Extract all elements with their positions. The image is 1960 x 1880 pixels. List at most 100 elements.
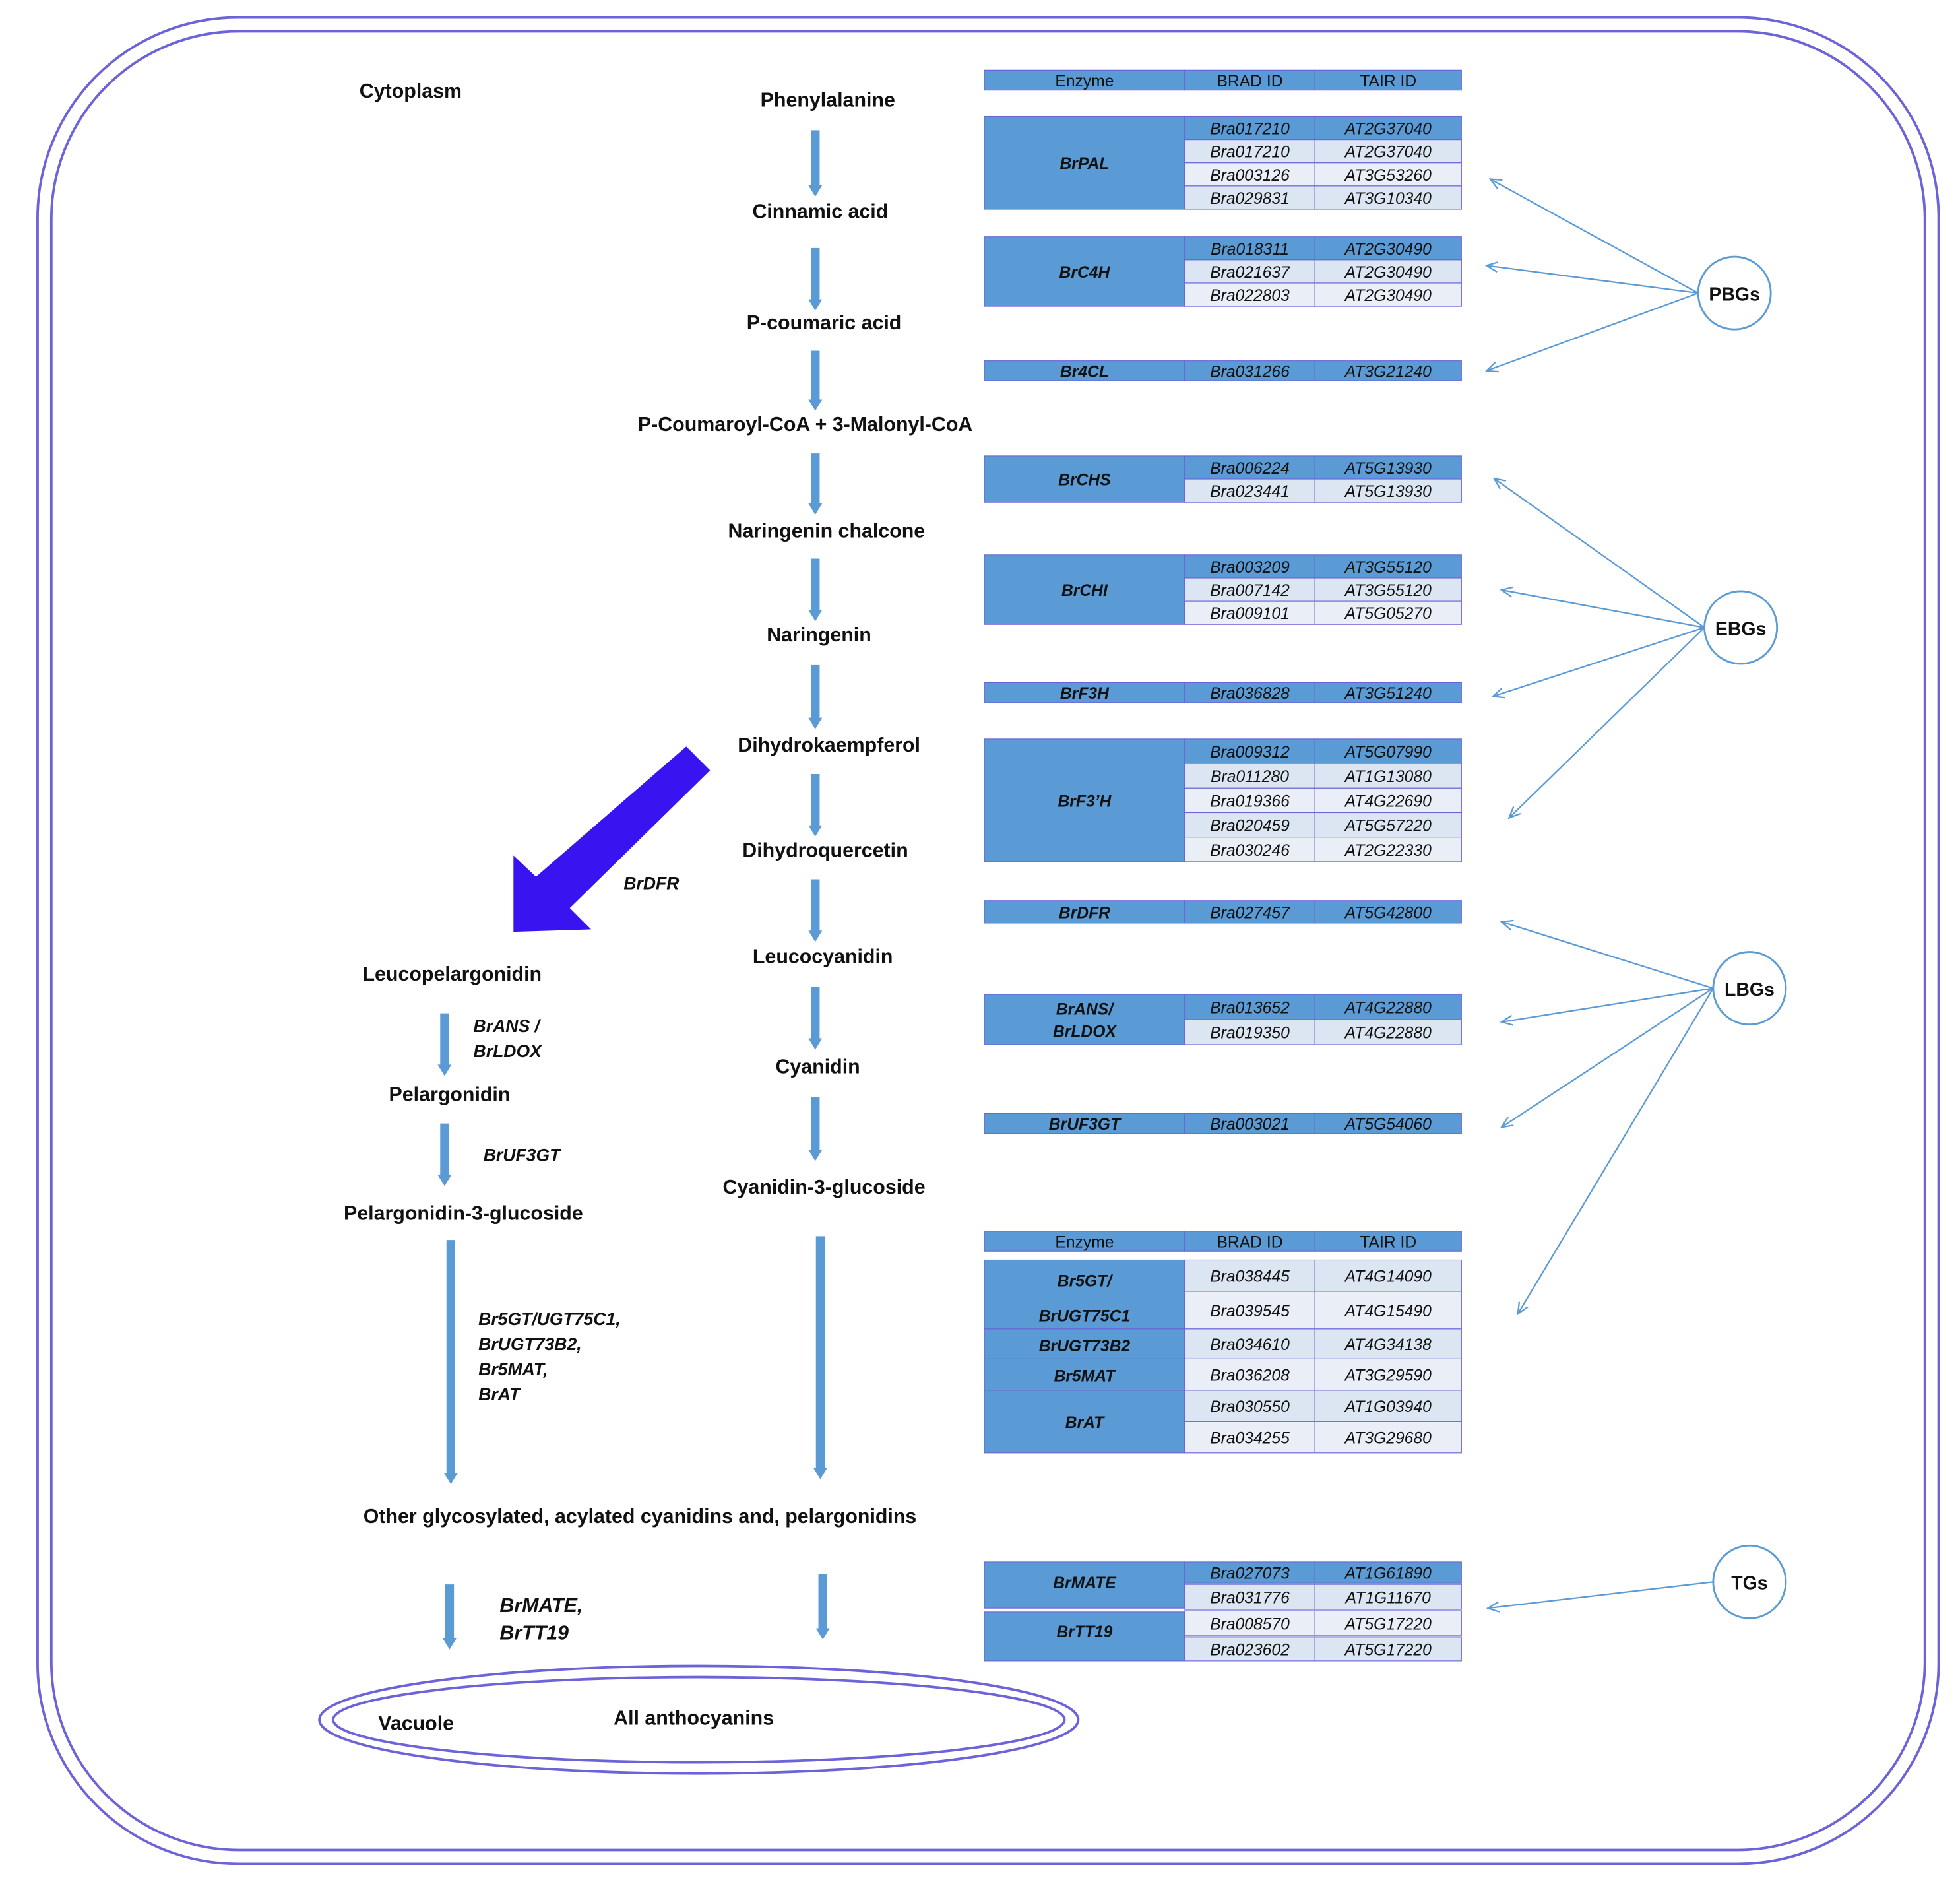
gene-group-label-pbgs: PBGs — [1709, 284, 1760, 306]
brad-cell — [1184, 1421, 1315, 1454]
enzyme-label-at: BrAT — [478, 1384, 522, 1404]
metabolite-leucopelargonidin: Leucopelargonidin — [362, 963, 542, 985]
tair-cell — [1314, 763, 1462, 789]
enzyme-name-ans-1: BrANS/ — [1056, 1000, 1115, 1018]
cell-membrane — [36, 16, 1940, 1865]
brad-id: Bra018311 — [1211, 241, 1289, 259]
metabolite-pelargonidin: Pelargonidin — [389, 1084, 511, 1105]
brad-id: Bra030246 — [1210, 842, 1290, 860]
tair-id: AT2G22330 — [1344, 842, 1432, 860]
gene-group-label-lbgs: LBGs — [1724, 979, 1775, 1000]
metabolite-other-glycosylated: Other glycosylated, acylated cyanidins a… — [364, 1506, 917, 1528]
brad-cell — [1184, 282, 1315, 307]
brad-id: Bra011280 — [1211, 768, 1289, 786]
brad-id: Bra038445 — [1210, 1268, 1290, 1286]
metabolite-naringenin-chalcone: Naringenin chalcone — [728, 520, 926, 542]
brad-id: Bra034255 — [1210, 1430, 1290, 1448]
tair-cell — [1314, 455, 1462, 480]
tair-cell — [1314, 139, 1462, 164]
enzyme-label-ldox: BrLDOX — [474, 1041, 544, 1061]
tair-cell — [1314, 900, 1462, 924]
enzyme-cell-chs — [984, 455, 1185, 503]
brad-id: Bra034610 — [1210, 1336, 1290, 1354]
late-table-header-tair-cell — [1314, 1231, 1462, 1252]
metabolite-coumaroyl-coa: P-Coumaroyl-CoA + 3-Malonyl-CoA — [638, 414, 973, 436]
main-pathway: Phenylalanine Cinnamic acid P-coumaric a… — [638, 89, 973, 1198]
metabolite-naringenin: Naringenin — [767, 624, 871, 646]
pelargonidin-branch: Leucopelargonidin Pelargonidin Pelargoni… — [344, 874, 916, 1644]
tair-id: AT1G13080 — [1344, 768, 1432, 786]
brad-id: Bra009312 — [1210, 744, 1290, 762]
tair-id: AT4G22690 — [1344, 793, 1432, 810]
brad-id: Bra031776 — [1210, 1590, 1290, 1607]
arrow-chalcone-to-naringenin — [808, 558, 823, 622]
late-table-header-brad-cell — [1184, 1231, 1315, 1252]
tair-id: AT4G14090 — [1344, 1268, 1432, 1286]
enzyme-name-mate: BrMATE — [1053, 1574, 1117, 1592]
gene-group-lbgs: LBGs — [1712, 951, 1787, 1026]
late-table-header-tair: TAIR ID — [1360, 1234, 1416, 1252]
enzyme-name-ugt73b2: BrUGT73B2 — [1039, 1338, 1131, 1355]
enzyme-name-fourcl: Br4CL — [1060, 363, 1109, 381]
tair-cell — [1314, 115, 1462, 141]
tair-cell — [1314, 185, 1462, 210]
pathway-arrows — [437, 130, 830, 1650]
brad-cell — [1184, 1328, 1315, 1360]
tair-cell — [1314, 994, 1462, 1020]
late-table-header-enzyme-cell — [984, 1231, 1185, 1252]
tair-cell — [1314, 682, 1462, 703]
tair-cell — [1314, 478, 1462, 503]
gene-table-late: Br5GT/BrUGT75C1BrUGT73B2Br5MATBrATBra038… — [984, 1259, 1462, 1454]
tair-cell — [1314, 1019, 1462, 1045]
enzyme-cell-dfr — [984, 900, 1185, 924]
metabolite-cyanidin: Cyanidin — [775, 1056, 860, 1078]
tair-id: AT2G37040 — [1344, 144, 1432, 162]
tair-cell — [1314, 282, 1462, 307]
tair-id: AT4G15490 — [1344, 1303, 1432, 1320]
arrow-c3g-to-other — [813, 1236, 827, 1479]
tair-id: AT5G05270 — [1344, 605, 1432, 623]
metabolite-dihydroquercetin: Dihydroquercetin — [742, 839, 908, 861]
enzyme-cell-at — [984, 1390, 1185, 1454]
brad-cell — [1184, 1019, 1315, 1045]
tair-cell — [1314, 1561, 1462, 1584]
brad-id: Bra023441 — [1210, 483, 1290, 501]
enzyme-label-mate: BrMATE, — [499, 1595, 583, 1617]
tair-cell — [1314, 1584, 1462, 1610]
gene-group-ebgs: EBGs — [1703, 590, 1779, 665]
tair-cell — [1314, 1421, 1462, 1454]
tair-cell — [1314, 577, 1462, 602]
top-table-header-enzyme-cell — [984, 69, 1185, 91]
enzyme-label-dfr: BrDFR — [623, 874, 679, 893]
tair-id: AT1G11670 — [1344, 1590, 1432, 1607]
vacuole-label: Vacuole — [378, 1712, 454, 1734]
enzyme-cell-ugt73b2 — [984, 1328, 1185, 1360]
tair-cell — [1314, 360, 1462, 381]
tair-id: AT4G34138 — [1344, 1336, 1432, 1354]
enzyme-label-tt19: BrTT19 — [499, 1623, 569, 1644]
tair-id: AT3G55120 — [1344, 582, 1432, 600]
top-table-header-brad: BRAD ID — [1217, 73, 1282, 90]
top-table-header-tair: TAIR ID — [1360, 73, 1416, 90]
enzyme-cell-pal — [984, 115, 1185, 210]
tair-cell — [1314, 259, 1462, 284]
brad-cell — [1184, 360, 1315, 381]
tair-id: AT1G61890 — [1344, 1565, 1432, 1583]
brad-cell — [1184, 1637, 1315, 1662]
brad-cell — [1184, 763, 1315, 789]
tair-id: AT4G22880 — [1344, 1025, 1432, 1043]
arrow-left-to-vacuole — [443, 1584, 457, 1650]
brad-cell — [1184, 837, 1315, 862]
tair-cell — [1314, 1637, 1462, 1662]
tair-id: AT2G30490 — [1344, 264, 1432, 282]
tair-id: AT3G53260 — [1344, 167, 1432, 185]
